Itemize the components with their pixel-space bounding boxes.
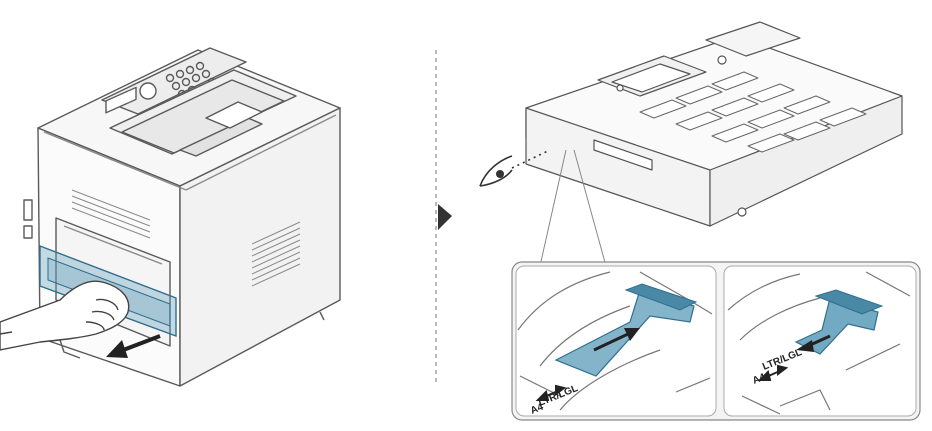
duplex-unit-illustration [525, 21, 903, 227]
push-arrow-icon [593, 328, 640, 352]
callout-lines [539, 149, 607, 267]
pull-arrow-icon [106, 334, 161, 358]
hand-icon [0, 280, 130, 351]
alt-label-left: A4 [529, 402, 545, 417]
size-toggle-arrow-right [757, 364, 789, 381]
push-arrow-icon-right [796, 334, 831, 352]
eye-icon [479, 149, 551, 187]
next-step-triangle-icon [438, 204, 452, 230]
inset-left: LTR/LGL A4 [515, 265, 717, 417]
size-toggle-arrow-left [535, 384, 567, 401]
inset-right: LTR/LGL A4 [723, 265, 917, 417]
control-panel [101, 47, 247, 115]
